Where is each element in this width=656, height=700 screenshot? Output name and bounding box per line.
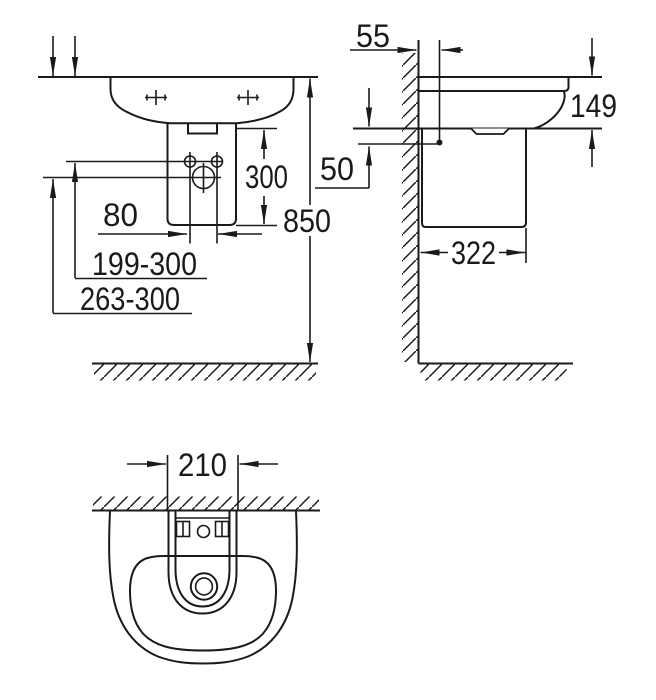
drain-inner-ring: [194, 577, 214, 596]
floor-hatch-side: [420, 364, 567, 381]
fixing-cross-left: [145, 90, 167, 105]
bolt-block-right: [214, 520, 230, 538]
dimension-rim-height: 850: [283, 78, 331, 362]
fixing-point-dot: [436, 139, 443, 146]
dimension-label-322: 322: [451, 235, 496, 271]
dimension-label-300: 300: [245, 159, 288, 195]
pedestal-side-outline: [421, 127, 527, 228]
dimension-label-199-300: 199-300: [92, 246, 197, 282]
floor-hatch-front: [94, 364, 316, 381]
trap-hole: [196, 524, 211, 539]
dimension-label-263-300: 263-300: [80, 281, 180, 317]
fixing-cross-right: [237, 90, 259, 105]
bottom-view: 210: [92, 447, 320, 665]
bolt-block-left: [175, 520, 191, 538]
dimension-bolt-spacing: 80: [98, 197, 262, 238]
basin-bowl-inner-outline: [128, 555, 278, 652]
pedestal-front-outline: [166, 122, 237, 226]
dimension-label-210: 210: [178, 447, 227, 483]
dimension-rim-to-underside: 149: [570, 38, 617, 167]
basin-front-outline: [109, 76, 295, 125]
pedestal-holes: [43, 152, 224, 244]
dimension-bolt-height-range: 199-300: [71, 163, 207, 282]
dimension-drain-height-range: 263-300: [49, 179, 192, 317]
dimension-label-850: 850: [283, 203, 331, 239]
pedestal-notch: [187, 123, 218, 135]
pedestal-u-inner: [174, 509, 231, 608]
dimension-underside-to-fixing: 50: [315, 88, 437, 189]
pedestal-bottom-view: [167, 509, 238, 615]
wall-hatch: [402, 53, 419, 362]
pedestal-u-outer: [167, 509, 238, 615]
dimension-wall-to-fixing: 55: [350, 18, 463, 146]
dimension-pedestal-height: 300: [236, 127, 288, 227]
wall-hatch-bottom: [93, 496, 319, 510]
dimension-label-149: 149: [570, 88, 617, 124]
drain-outer-ring: [189, 572, 219, 601]
top-datum-arrows: [49, 36, 79, 76]
pedestal-notch-side: [470, 127, 510, 135]
side-view: 55 149 50 322: [315, 18, 617, 381]
basin-side-profile: [418, 76, 602, 130]
front-view: 300 80 199-300 263-300 850: [38, 36, 331, 381]
basin-bottom-outer-outline: [108, 510, 298, 665]
dimension-label-80: 80: [103, 197, 138, 233]
dimension-label-50: 50: [320, 151, 354, 187]
dimension-depth: 322: [420, 228, 527, 271]
dimension-pedestal-width: 210: [127, 447, 278, 510]
dimension-label-55: 55: [356, 18, 390, 54]
